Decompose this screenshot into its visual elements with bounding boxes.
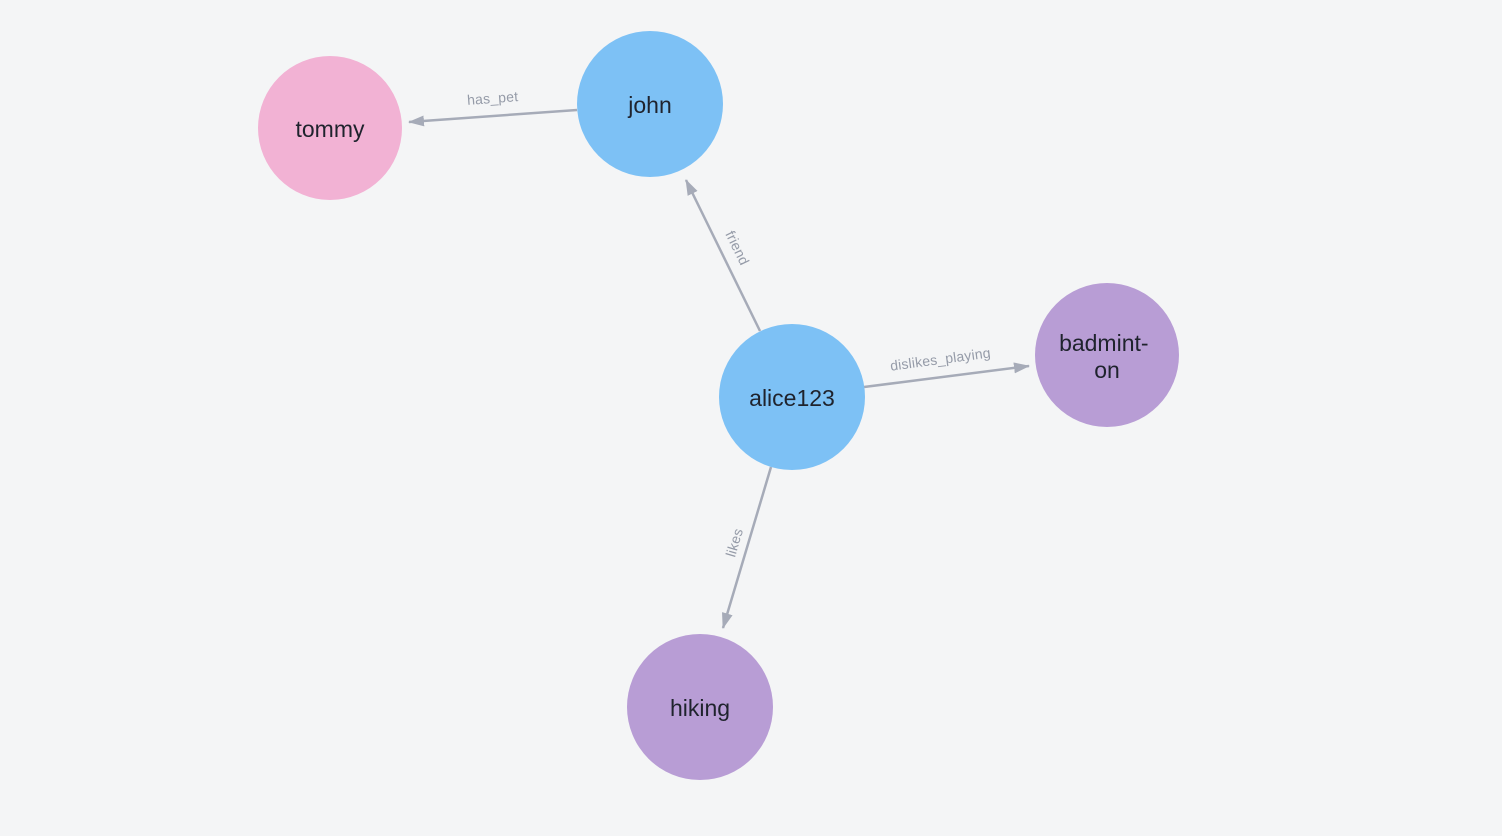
edge-label-has-pet: has_pet <box>466 88 518 108</box>
node-circle-badminton[interactable] <box>1035 283 1179 427</box>
node-circle-john[interactable] <box>577 31 723 177</box>
edge-line-has-pet[interactable] <box>408 108 578 127</box>
edge-dislikes-playing: dislikes_playing <box>863 344 1030 389</box>
node-circle-alice123[interactable] <box>719 324 865 470</box>
edge-likes: likes <box>721 466 773 629</box>
node-circle-tommy[interactable] <box>258 56 402 200</box>
edge-label-likes: likes <box>722 526 746 558</box>
edge-line-likes[interactable] <box>721 466 773 629</box>
edge-label-dislikes-playing: dislikes_playing <box>889 344 991 373</box>
node-hiking: hiking <box>627 634 773 780</box>
edge-line-friend[interactable] <box>684 179 762 332</box>
node-alice123: alice123 <box>719 324 865 470</box>
edge-has-pet: has_pet <box>408 88 578 127</box>
edge-line-dislikes-playing[interactable] <box>863 362 1030 389</box>
edge-friend: friend <box>684 179 762 332</box>
node-john: john <box>577 31 723 177</box>
node-badminton: badmint- on <box>1035 283 1179 427</box>
node-circle-hiking[interactable] <box>627 634 773 780</box>
node-tommy: tommy <box>258 56 402 200</box>
